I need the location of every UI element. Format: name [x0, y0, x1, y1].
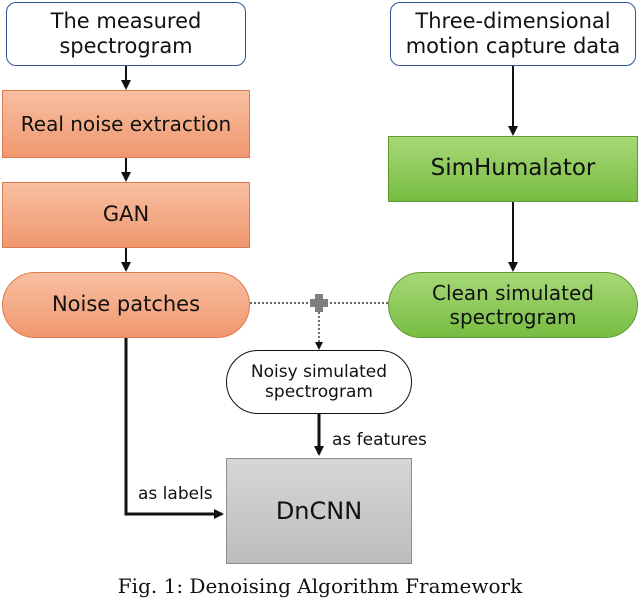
- noisy-simulated-label: Noisy simulated spectrogram: [250, 361, 388, 402]
- simhumalator-box: SimHumalator: [388, 136, 638, 202]
- as-features-label: as features: [332, 430, 427, 450]
- clean-simulated-box: Clean simulated spectrogram: [388, 272, 638, 338]
- measured-spectrogram-box: The measured spectrogram: [6, 2, 246, 66]
- dncnn-box: DnCNN: [226, 458, 412, 564]
- noise-patches-label: Noise patches: [51, 292, 201, 317]
- plus-icon: [310, 294, 328, 312]
- real-noise-extraction-label: Real noise extraction: [20, 112, 232, 136]
- simhumalator-label: SimHumalator: [430, 155, 596, 182]
- motion-capture-box: Three-dimensional motion capture data: [390, 2, 636, 66]
- clean-simulated-label: Clean simulated spectrogram: [432, 281, 594, 329]
- motion-capture-label: Three-dimensional motion capture data: [405, 8, 621, 58]
- arrow-patches-to-dncnn: [124, 338, 224, 519]
- noisy-simulated-box: Noisy simulated spectrogram: [226, 350, 412, 414]
- noise-patches-box: Noise patches: [2, 272, 250, 338]
- gan-box: GAN: [2, 182, 250, 248]
- real-noise-extraction-box: Real noise extraction: [2, 90, 250, 158]
- figure-caption: Fig. 1: Denoising Algorithm Framework: [117, 574, 523, 598]
- measured-spectrogram-label: The measured spectrogram: [50, 8, 202, 58]
- dncnn-label: DnCNN: [275, 496, 363, 525]
- as-labels-label: as labels: [138, 484, 213, 504]
- gan-label: GAN: [102, 202, 150, 227]
